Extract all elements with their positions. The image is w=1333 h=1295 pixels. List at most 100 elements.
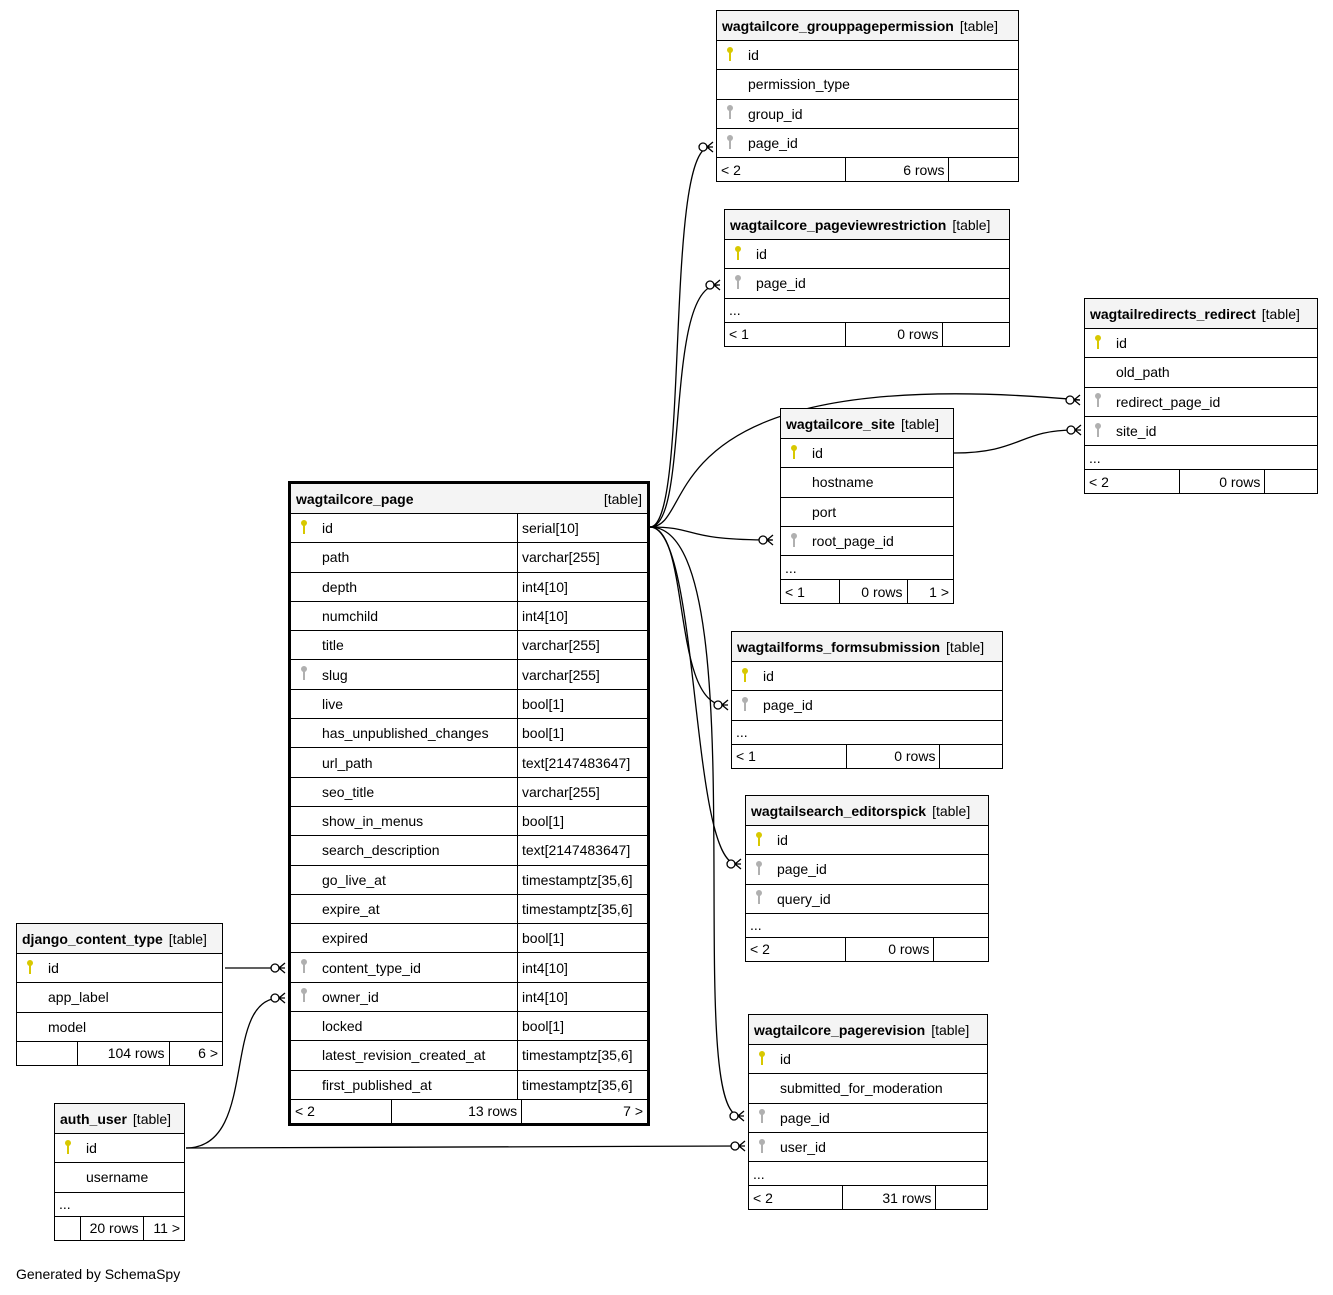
parents-count[interactable]: < 2 [746,937,847,961]
column-name[interactable]: app_label [48,989,109,1006]
column-row[interactable]: id [725,240,1009,270]
table-header[interactable]: wagtailsearch_editorspick[table] [746,796,988,826]
column-name[interactable]: owner_id [317,982,518,1012]
table-name[interactable]: wagtailcore_pagerevision [754,1021,926,1038]
column-row[interactable]: root_page_id [781,527,953,557]
table-grouppagepermission[interactable]: wagtailcore_grouppagepermission[table]id… [716,10,1019,183]
column-name[interactable]: id [812,445,823,462]
column-name[interactable]: query_id [777,890,831,907]
column-name[interactable]: slug [317,660,518,689]
column-name[interactable]: first_published_at [317,1070,518,1099]
parents-count[interactable]: < 1 [732,744,848,768]
parents-count[interactable] [17,1041,79,1065]
column-row[interactable]: id [732,662,1002,692]
column-name[interactable]: id [777,832,788,849]
table-name[interactable]: wagtailforms_formsubmission [737,638,941,655]
column-name[interactable]: depth [317,572,518,601]
table-header[interactable]: auth_user[table] [55,1104,184,1134]
column-row[interactable]: app_label [17,983,222,1013]
column-name[interactable]: page_id [756,275,806,292]
column-name[interactable]: show_in_menus [317,806,518,836]
table-header[interactable]: wagtailcore_page[table] [291,484,647,514]
column-name[interactable]: group_id [748,105,803,122]
column-row[interactable]: id [55,1134,184,1164]
column-name[interactable]: locked [317,1012,518,1041]
column-name[interactable]: submitted_for_moderation [780,1080,943,1097]
children-count[interactable] [936,1186,987,1209]
column-name[interactable]: live [317,689,518,719]
children-count[interactable] [943,323,1009,346]
column-row[interactable]: id [1085,329,1317,359]
column-name[interactable]: numchild [317,601,518,631]
column-name[interactable]: username [86,1169,149,1186]
table-header[interactable]: wagtailredirects_redirect[table] [1085,299,1317,329]
column-name[interactable]: path [317,543,518,572]
column-row[interactable]: page_id [749,1104,987,1133]
table-pageviewrestriction[interactable]: wagtailcore_pageviewrestriction[table]id… [724,209,1010,347]
column-row[interactable]: hostname [781,468,953,498]
column-name[interactable]: expired [317,924,518,953]
column-name[interactable]: port [812,503,837,520]
table-header[interactable]: wagtailcore_pagerevision[table] [749,1015,987,1045]
table-header[interactable]: wagtailcore_site[table] [781,409,953,439]
column-name[interactable]: page_id [748,135,798,152]
table-pagerevision[interactable]: wagtailcore_pagerevision[table]id submitt… [748,1014,988,1211]
column-name[interactable]: user_id [780,1139,826,1156]
table-site[interactable]: wagtailcore_site[table]id hostname port roo… [780,408,954,605]
column-row[interactable]: old_path [1085,358,1317,388]
column-name[interactable]: search_description [317,836,518,865]
table-name[interactable]: wagtailcore_pageviewrestriction [730,216,947,233]
table-name[interactable]: wagtailcore_site [786,415,895,432]
column-name[interactable]: content_type_id [317,953,518,982]
children-count[interactable]: 11 > [153,1220,180,1237]
column-name[interactable]: site_id [1116,423,1157,440]
parents-count[interactable]: < 2 [749,1186,844,1210]
column-row[interactable]: redirect_page_id [1085,388,1317,417]
column-row[interactable]: id [746,826,988,856]
column-row[interactable]: user_id [749,1133,987,1163]
column-name[interactable]: id [763,668,774,685]
column-name[interactable]: id [86,1140,97,1157]
column-row[interactable]: group_id [717,100,1018,129]
column-name[interactable]: latest_revision_created_at [317,1041,518,1070]
column-row[interactable]: model [17,1013,222,1042]
column-row[interactable]: id [781,439,953,469]
table-name[interactable]: wagtailredirects_redirect [1090,305,1256,322]
table-name[interactable]: auth_user [60,1110,127,1127]
column-name[interactable]: id [317,514,518,543]
table-name[interactable]: wagtailcore_grouppagepermission [722,17,954,34]
column-row[interactable]: id [17,954,222,984]
parents-count[interactable]: < 2 [1085,470,1181,494]
table-name[interactable]: wagtailsearch_editorspick [751,802,927,819]
column-name[interactable]: model [48,1018,87,1035]
column-row[interactable]: page_id [732,691,1002,721]
column-name[interactable]: id [780,1051,791,1068]
column-row[interactable]: page_id [717,129,1018,159]
parents-count[interactable]: < 1 [781,580,841,604]
column-name[interactable]: root_page_id [812,533,894,550]
column-name[interactable]: permission_type [748,76,850,93]
column-name[interactable]: id [756,246,767,263]
column-name[interactable]: expire_at [317,894,518,924]
column-name[interactable]: page_id [763,697,813,714]
parents-count[interactable]: < 1 [725,322,847,346]
table-header[interactable]: wagtailforms_formsubmission[table] [732,632,1002,662]
parents-count[interactable]: < 2 [291,1099,393,1123]
table-header[interactable]: wagtailcore_grouppagepermission[table] [717,11,1018,41]
